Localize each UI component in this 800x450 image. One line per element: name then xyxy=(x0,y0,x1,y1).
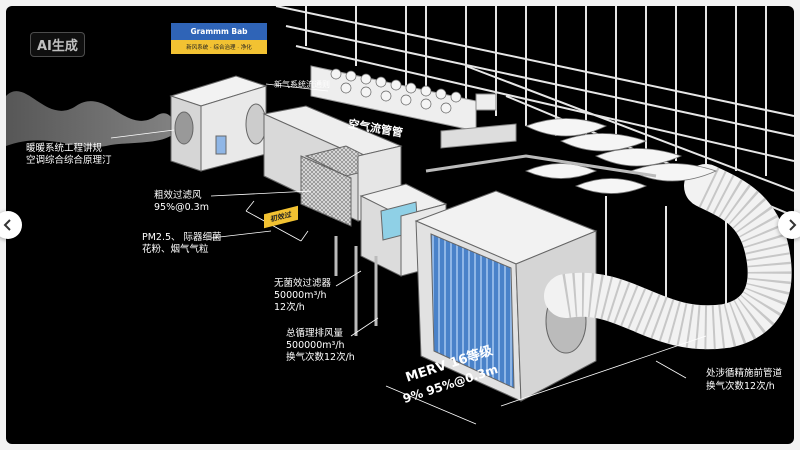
illustration-frame: AI生成 Grammm Bab 新风系统 · 综合治理 · 净化 初效过 新气系… xyxy=(6,6,794,444)
coarse-filter-label: 粗效过滤风 xyxy=(154,190,202,201)
pollen-label: 花粉、烟气气粒 xyxy=(142,244,209,255)
duct-ach-label: 换气次数12次/h xyxy=(706,381,775,392)
hvac-diagram xyxy=(6,6,794,425)
merv-filter-box xyxy=(414,190,598,402)
audience-platform xyxy=(310,65,517,149)
pm-label: PM2.5、 际器细菌 xyxy=(142,232,222,243)
total-flow-label: 总循理排风量 xyxy=(286,328,344,339)
prev-image-button[interactable] xyxy=(0,211,22,239)
next-image-button[interactable] xyxy=(778,211,800,239)
duct-label: 处涉循精施前管道 xyxy=(706,368,783,379)
info-sign: Grammm Bab 新风系统 · 综合治理 · 净化 xyxy=(171,23,267,54)
chevron-right-icon xyxy=(789,219,797,231)
smoke-plume xyxy=(6,91,176,147)
pipes xyxy=(334,154,657,336)
building-grid xyxy=(275,6,794,316)
no-filter-ach: 12次/h xyxy=(274,302,305,313)
fresh-air-label: 新气系统流通则 xyxy=(274,80,330,89)
leader-lines xyxy=(110,83,707,425)
chevron-left-icon xyxy=(3,219,11,231)
no-filter-label: 无菌效过滤器 xyxy=(274,278,332,289)
sign-title: Grammm Bab xyxy=(171,23,267,40)
coarse-filter-spec: 95%@0.3m xyxy=(154,202,209,213)
ai-generated-watermark: AI生成 xyxy=(30,32,85,57)
total-flow-value: 500000m³/h xyxy=(286,340,345,351)
system-sub-label: 空调综合综合原理汀 xyxy=(26,155,112,166)
sign-subtitle: 新风系统 · 综合治理 · 净化 xyxy=(171,40,267,54)
total-flow-ach: 换气次数12次/h xyxy=(286,352,355,363)
system-title-label: 暖暖系统工程讲规 xyxy=(26,143,103,154)
no-filter-flow: 50000m³/h xyxy=(274,290,327,301)
diffusers xyxy=(524,118,718,194)
duct-chain xyxy=(262,105,448,277)
flex-duct xyxy=(544,164,792,350)
intake-unit xyxy=(169,75,268,172)
